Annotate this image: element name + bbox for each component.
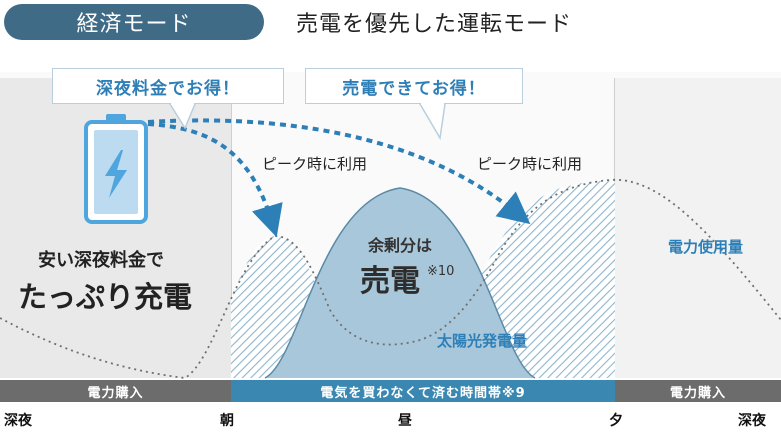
bar-no-purchase: 電気を買わなくて済む時間帯※9	[231, 380, 615, 402]
solar-generation-area	[265, 188, 535, 378]
surplus-subtext: 余剰分は	[368, 236, 433, 255]
usage-curve-label: 電力使用量	[668, 238, 744, 256]
night-charge-main-text: たっぷり充電	[18, 280, 193, 314]
bar-purchase-right: 電力購入	[615, 380, 781, 402]
pointer-seam-sell	[421, 102, 444, 105]
time-evening: 夕	[609, 413, 623, 429]
divider-morning	[231, 78, 232, 378]
mode-label: 経済モード	[76, 12, 192, 37]
night-zone-right	[615, 78, 781, 378]
solar-generation-outline	[264, 187, 536, 379]
mode-badge: 経済モード	[4, 4, 264, 40]
solar-generation-label: 太陽光発電量	[437, 332, 528, 350]
callout-night-pointer	[168, 103, 197, 130]
time-noon: 昼	[398, 413, 412, 429]
callout-sell-pointer	[418, 103, 446, 141]
bar-purchase-right-label: 電力購入	[669, 385, 726, 401]
bar-purchase-left-label: 電力購入	[87, 385, 144, 401]
evening-peak-area	[470, 180, 615, 378]
surplus-footnote: ※10	[427, 264, 455, 279]
arrow-to-morning-peak	[147, 122, 283, 238]
night-charge-subtext: 安い深夜料金で	[38, 250, 164, 271]
battery-charging-icon	[84, 114, 148, 224]
peak-label-morning: ピーク時に利用	[262, 155, 368, 173]
surplus-main-text: 売電	[360, 264, 420, 299]
peak-label-evening: ピーク時に利用	[477, 155, 583, 173]
pointer-seam-night	[171, 102, 194, 105]
callout-sell-power: 売電できてお得！	[305, 68, 523, 104]
arrow-to-evening-peak	[147, 118, 531, 225]
callout-night-rate: 深夜料金でお得！	[52, 68, 284, 104]
time-morning: 朝	[220, 413, 234, 429]
time-late-night-end: 深夜	[738, 413, 766, 429]
time-late-night-start: 深夜	[4, 413, 32, 429]
bar-purchase-left: 電力購入	[0, 380, 231, 402]
bar-no-purchase-label: 電気を買わなくて済む時間帯※9	[320, 385, 526, 401]
mode-description: 売電を優先した運転モード	[296, 12, 573, 37]
